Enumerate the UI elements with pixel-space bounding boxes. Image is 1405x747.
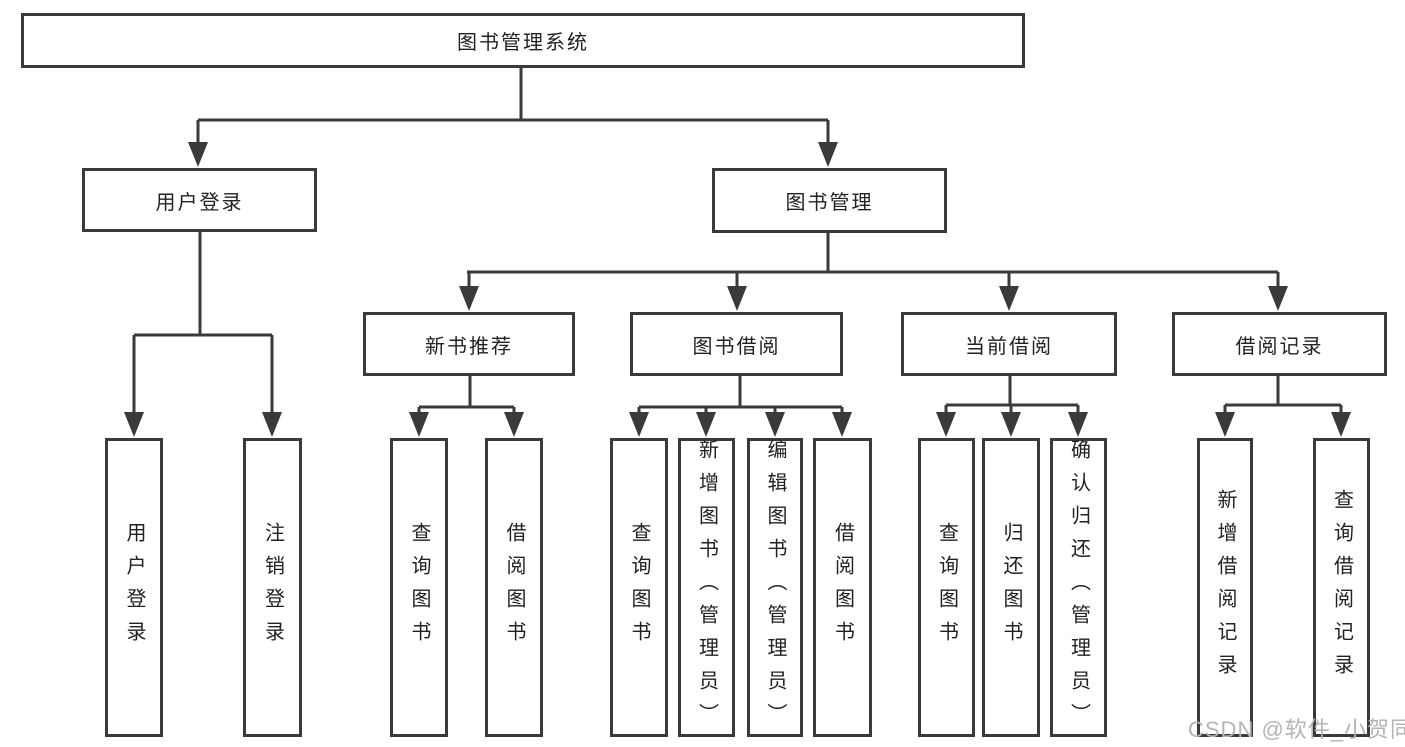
node-book-borrowing: 图书借阅 xyxy=(630,312,843,376)
leaf-user-login: 用户登录 xyxy=(105,438,163,737)
node-user-login: 用户登录 xyxy=(82,168,317,232)
leaf-return-books: 归还图书 xyxy=(982,438,1040,737)
leaf-add-books-admin: 新增图书（管理员） xyxy=(678,438,735,737)
arrowheads xyxy=(124,142,1351,437)
leaf-borrow-books-recommend: 借阅图书 xyxy=(485,438,543,737)
node-book-management: 图书管理 xyxy=(712,168,947,233)
leaf-logout: 注销登录 xyxy=(243,438,302,737)
node-borrowing-records: 借阅记录 xyxy=(1172,312,1387,376)
node-current-borrowing: 当前借阅 xyxy=(901,312,1117,376)
node-new-book-recommend: 新书推荐 xyxy=(363,312,575,376)
leaf-query-books-current: 查询图书 xyxy=(918,438,975,737)
csdn-watermark: CSDN @软件_小贺同学 xyxy=(1188,717,1405,742)
leaf-borrow-books: 借阅图书 xyxy=(813,438,872,737)
leaf-edit-books-admin: 编辑图书（管理员） xyxy=(747,438,803,737)
leaf-query-books-borrow: 查询图书 xyxy=(610,438,668,737)
leaf-confirm-return-admin: 确认归还（管理员） xyxy=(1050,438,1107,737)
leaf-add-borrow-record: 新增借阅记录 xyxy=(1197,438,1253,737)
node-library-management-system: 图书管理系统 xyxy=(21,13,1025,68)
leaf-query-books-recommend: 查询图书 xyxy=(390,438,448,737)
leaf-query-borrow-record: 查询借阅记录 xyxy=(1313,438,1370,737)
